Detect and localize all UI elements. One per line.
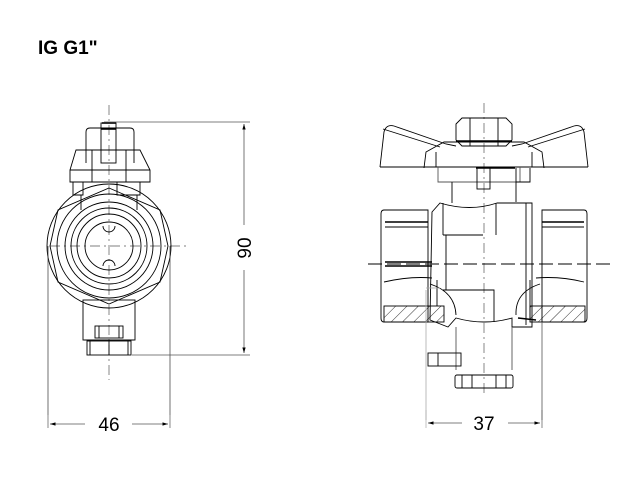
side-width-dimension: 37 (425, 410, 543, 435)
side-view (368, 103, 610, 420)
side-width-dimension-label: 37 (473, 414, 494, 435)
front-width-dimension-label: 46 (98, 415, 119, 436)
front-width-dimension: 46 (47, 415, 171, 436)
drawing-title: IG G1" (38, 38, 98, 59)
height-dimension-label: 90 (235, 237, 256, 258)
height-dimension: 90 (104, 121, 256, 356)
front-view (46, 105, 190, 415)
